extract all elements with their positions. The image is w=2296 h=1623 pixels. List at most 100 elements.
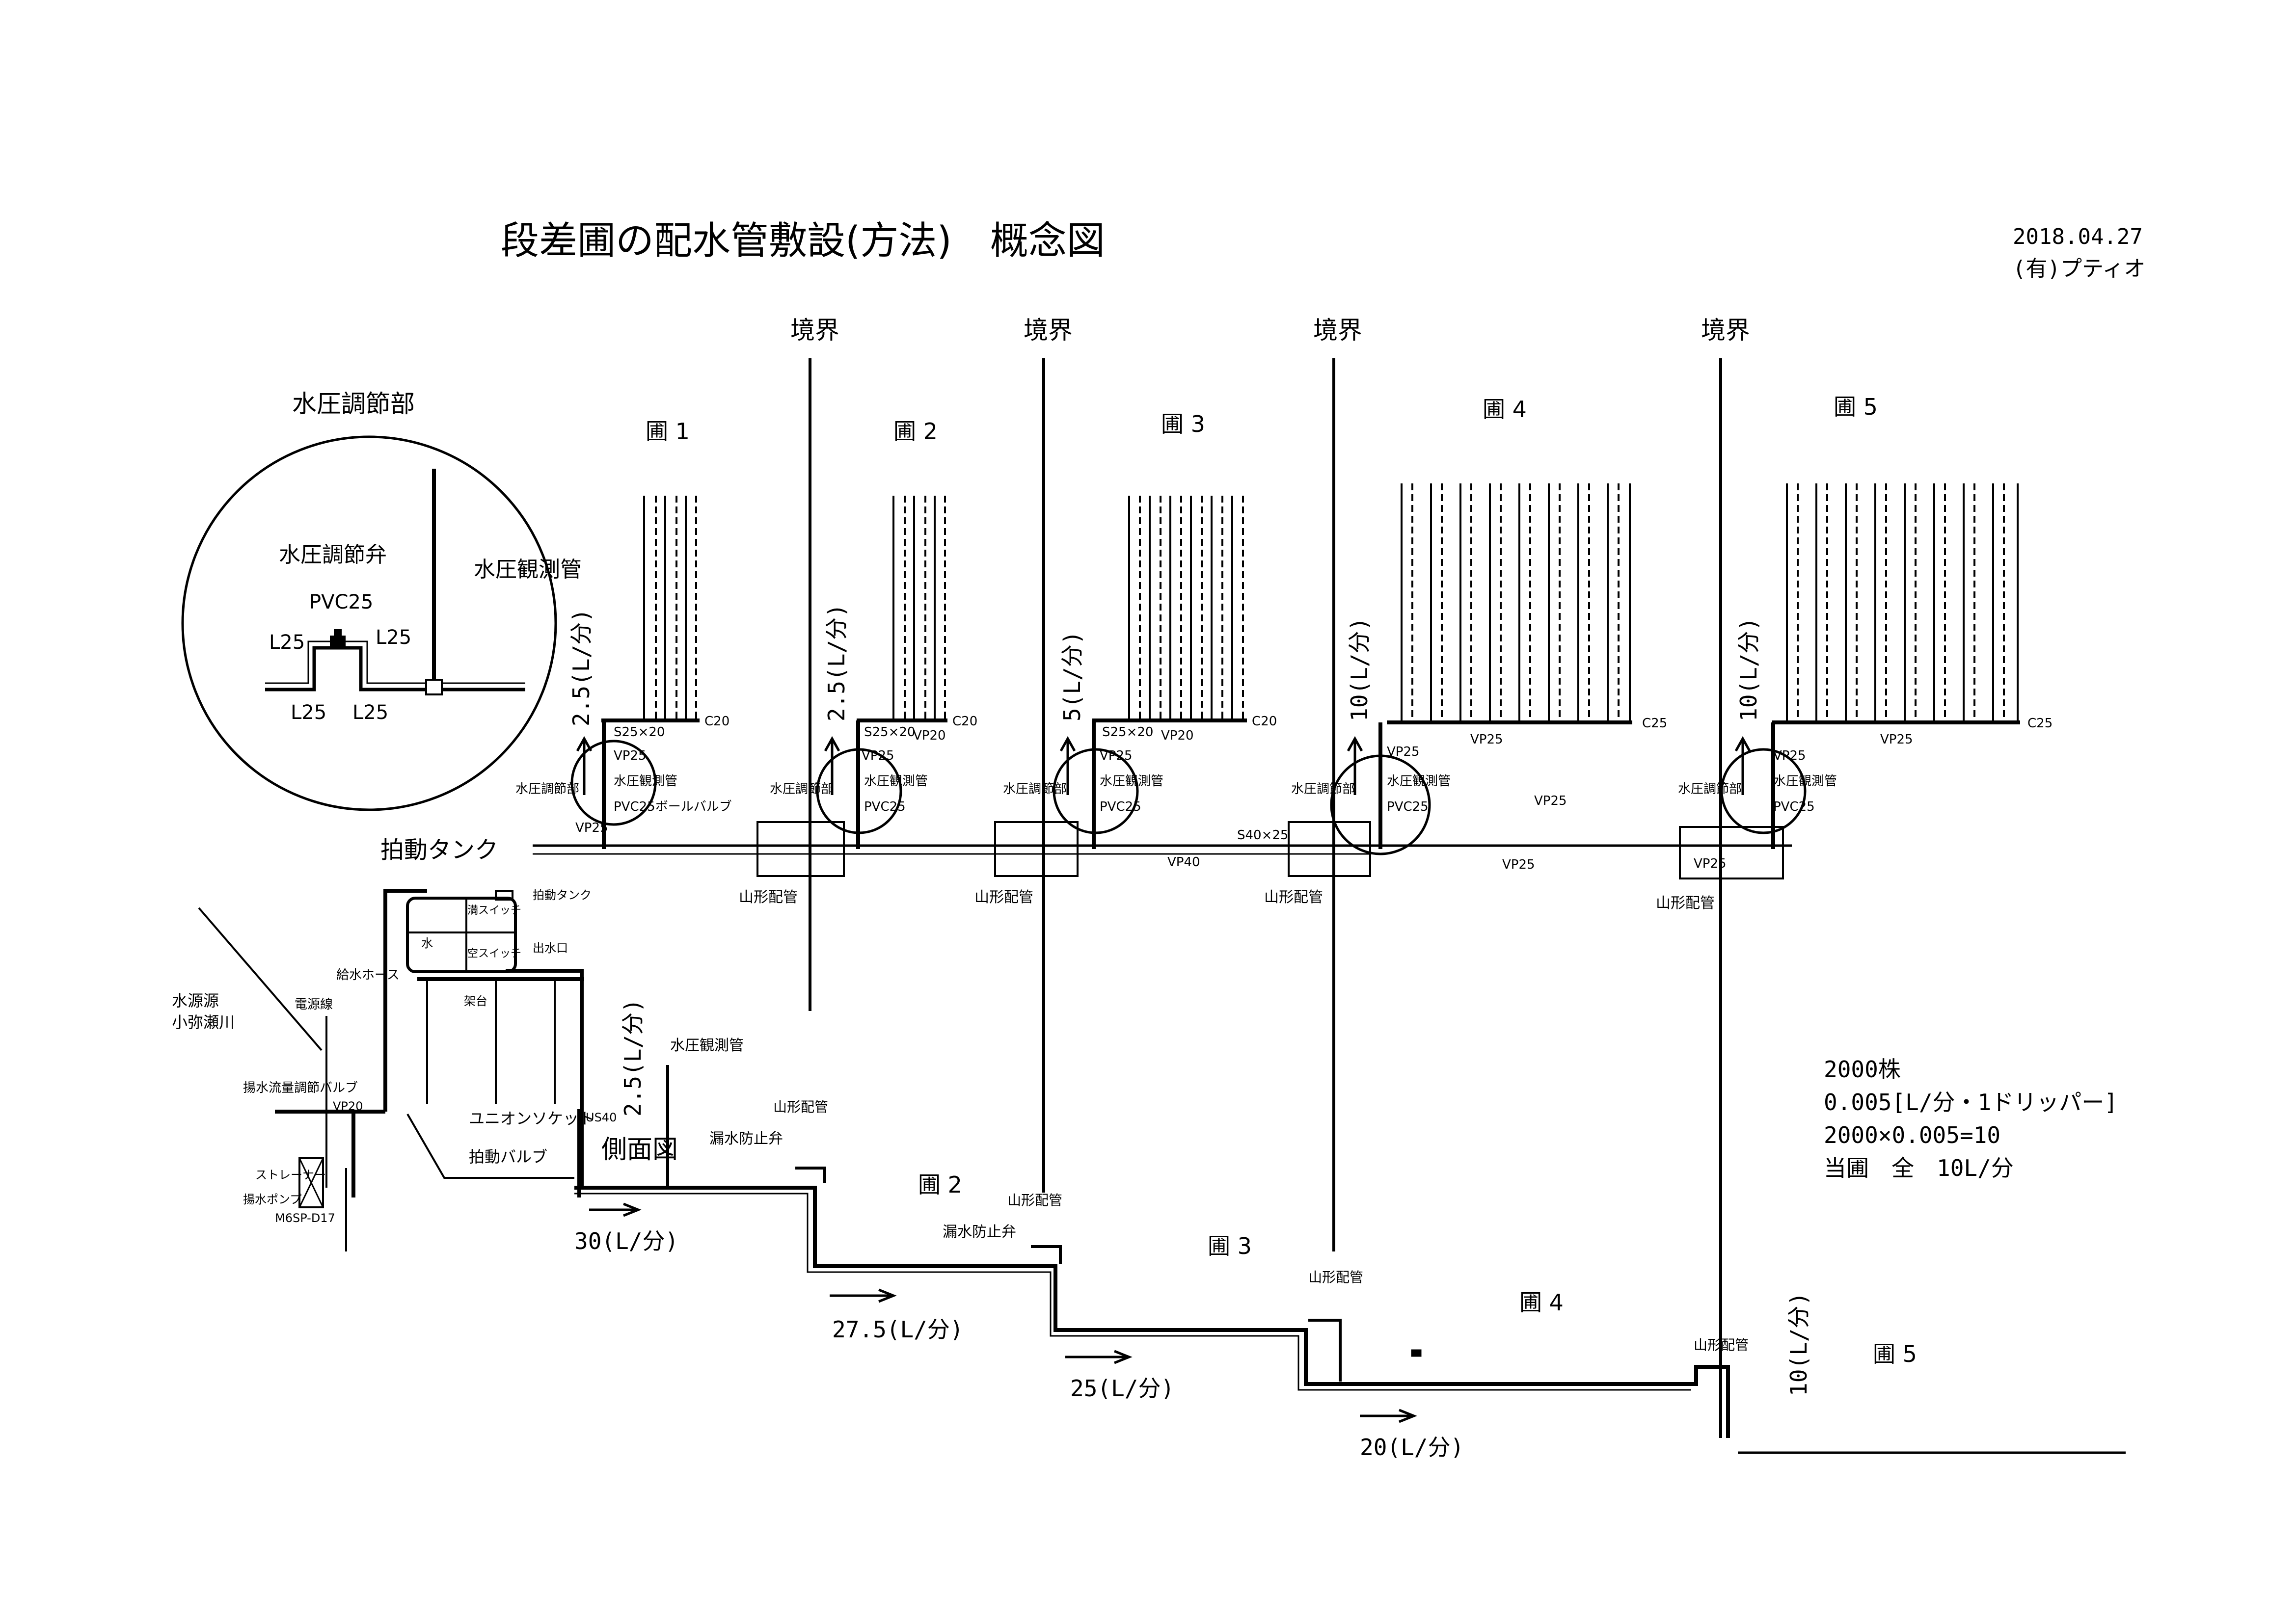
- plot4-vp25: VP25: [1470, 732, 1503, 747]
- calc-line-4: 当圃 全 10L/分: [1824, 1155, 2014, 1181]
- vp25-label-mid: VP25: [1534, 794, 1567, 808]
- yamagata-label-2: 山形配管: [974, 889, 1033, 906]
- inset-valve-body: [330, 636, 346, 648]
- date: 2018.04.27: [2013, 224, 2143, 249]
- boundary-label-1: 境界: [790, 316, 839, 345]
- boundary-label-4: 境界: [1701, 316, 1750, 345]
- plot-label-3: 圃 3: [1161, 411, 1205, 437]
- plot-label-2: 圃 2: [893, 418, 938, 445]
- flow-rate-plot1: 2.5(L/分): [568, 609, 594, 726]
- inset-circle: [181, 435, 557, 811]
- flow-rate-plot4: 10(L/分): [1346, 617, 1373, 721]
- side-plot-label-3: 圃 3: [1208, 1233, 1252, 1259]
- stand-label: 架台: [464, 994, 487, 1008]
- side-flow-2: 27.5(L/分): [832, 1316, 964, 1343]
- full-switch-label: 満スイッチ: [467, 905, 521, 917]
- observation-label-3: 水圧観測管: [1100, 774, 1163, 789]
- plot2-vp20: VP20: [913, 728, 946, 743]
- water-source-label: 水源源: [172, 991, 219, 1010]
- vp20-pump-label: VP20: [333, 1099, 363, 1113]
- tank-small-label: 拍動タンク: [533, 888, 592, 902]
- outlet-label: 出水口: [533, 941, 568, 955]
- inset-pvc-label: PVC25: [309, 591, 373, 613]
- inset-elbow-1: L25: [269, 631, 305, 654]
- side-vertical-flow-2: 10(L/分): [1785, 1292, 1812, 1396]
- yamagata-label-4: 山形配管: [1656, 895, 1715, 912]
- pvc25-label-4: PVC25: [1387, 799, 1429, 814]
- plot3-c20: C20: [1252, 714, 1277, 729]
- supply-hose-label: 給水ホース: [336, 968, 400, 983]
- plot2-c20: C20: [952, 714, 977, 729]
- calc-line-3: 2000×0.005=10: [1824, 1122, 2000, 1148]
- flow-arrow-2: [830, 1288, 897, 1303]
- water-label: 水: [421, 936, 433, 950]
- side-vertical-flow-1: 2.5(L/分): [620, 999, 646, 1117]
- vp25-label-main2: VP25: [1502, 857, 1535, 872]
- pressure-unit-inset: 水圧調節部 水圧調節弁 水圧観測管 PVC25 L25 L25 L25 L25: [181, 390, 582, 811]
- flow-rate-plot5: 10(L/分): [1735, 617, 1762, 721]
- plot1-s25: S25×20: [614, 725, 665, 740]
- inset-elbow-4: L25: [352, 701, 388, 724]
- pvc25-label-3: PVC25: [1100, 799, 1141, 814]
- pump-flow-valve-label: 揚水流量調節バルブ: [243, 1081, 358, 1095]
- inset-elbow-3: L25: [291, 701, 326, 724]
- drip-lines: [643, 483, 2019, 721]
- calc-line-1: 2000株: [1824, 1056, 1901, 1083]
- plot3-drip-lines: [1128, 496, 1244, 719]
- side-leak-valve-1: 漏水防止弁: [709, 1130, 783, 1147]
- vp25-label-1: VP25: [614, 748, 647, 763]
- pump-label: 揚水ポンプ: [243, 1193, 301, 1206]
- flow-rate-plot2: 2.5(L/分): [823, 604, 850, 721]
- company: (有)プティオ: [2013, 256, 2145, 281]
- plot-label-1: 圃 1: [646, 418, 690, 445]
- vp25-label-main: VP25: [575, 821, 608, 835]
- side-flow-3: 25(L/分): [1070, 1375, 1174, 1402]
- plot5-c25: C25: [2027, 716, 2053, 731]
- side-yamagata-1: 山形配管: [773, 1099, 828, 1115]
- power-line-label: 電源線: [295, 997, 333, 1012]
- us40-label: US40: [586, 1111, 617, 1124]
- plot4-drip-lines: [1401, 483, 1631, 721]
- side-view-pipe: [406, 1065, 2126, 1454]
- observation-label-2: 水圧観測管: [864, 774, 928, 789]
- s40-label: S40×25: [1237, 828, 1288, 843]
- flow-rate-plot3: 5(L/分): [1059, 631, 1085, 721]
- diagram-title: 段差圃の配水管敷設(方法) 概念図: [501, 219, 1105, 263]
- strainer-label: ストレーナー: [255, 1168, 326, 1182]
- side-yamagata-4: 山形配管: [1694, 1337, 1749, 1353]
- inset-title: 水圧調節部: [292, 390, 415, 418]
- pump-model-label: M6SP-D17: [275, 1211, 335, 1225]
- pressure-unit-label-3: 水圧調節部: [1003, 782, 1067, 797]
- plot3-s25: S25×20: [1102, 725, 1153, 740]
- side-plot-label-5: 圃 5: [1873, 1341, 1917, 1367]
- flow-arrow-3: [1065, 1350, 1133, 1364]
- vp25-label-3: VP25: [1100, 748, 1133, 763]
- calc-line-2: 0.005[L/分・1ドリッパー]: [1824, 1089, 2118, 1116]
- header-pipes: [601, 718, 2020, 724]
- side-flow-4: 20(L/分): [1360, 1434, 1464, 1461]
- side-yamagata-2: 山形配管: [1007, 1192, 1062, 1208]
- vp40-label: VP40: [1167, 855, 1200, 870]
- plot-label-5: 圃 5: [1834, 394, 1878, 420]
- side-leak-valve-2: 漏水防止弁: [943, 1224, 1016, 1241]
- side-flow-1: 30(L/分): [574, 1228, 678, 1254]
- observation-label-4: 水圧観測管: [1387, 774, 1451, 789]
- plot5-vp25: VP25: [1880, 732, 1913, 747]
- plan-main-line: [533, 720, 1807, 879]
- union-socket-label: ユニオンソケット: [469, 1109, 594, 1128]
- plot1-drip-lines: [643, 496, 697, 719]
- side-title: 側面図: [601, 1135, 678, 1165]
- inset-elbow-2: L25: [376, 626, 411, 649]
- flow-arrow-4: [1360, 1409, 1417, 1423]
- vp25-label-5: VP25: [1773, 748, 1806, 763]
- pvc25-label-5: PVC25: [1773, 799, 1815, 814]
- boundary-label-3: 境界: [1313, 316, 1362, 345]
- side-observation-label: 水圧観測管: [670, 1037, 744, 1054]
- river-label: 小弥瀬川: [172, 1013, 235, 1032]
- vp25-label-2: VP25: [862, 748, 894, 763]
- side-yamagata-3: 山形配管: [1308, 1269, 1363, 1285]
- pulse-valve-label: 拍動バルブ: [469, 1147, 547, 1166]
- plot2-drip-lines: [892, 496, 946, 719]
- boundary-lines: [809, 358, 1722, 1286]
